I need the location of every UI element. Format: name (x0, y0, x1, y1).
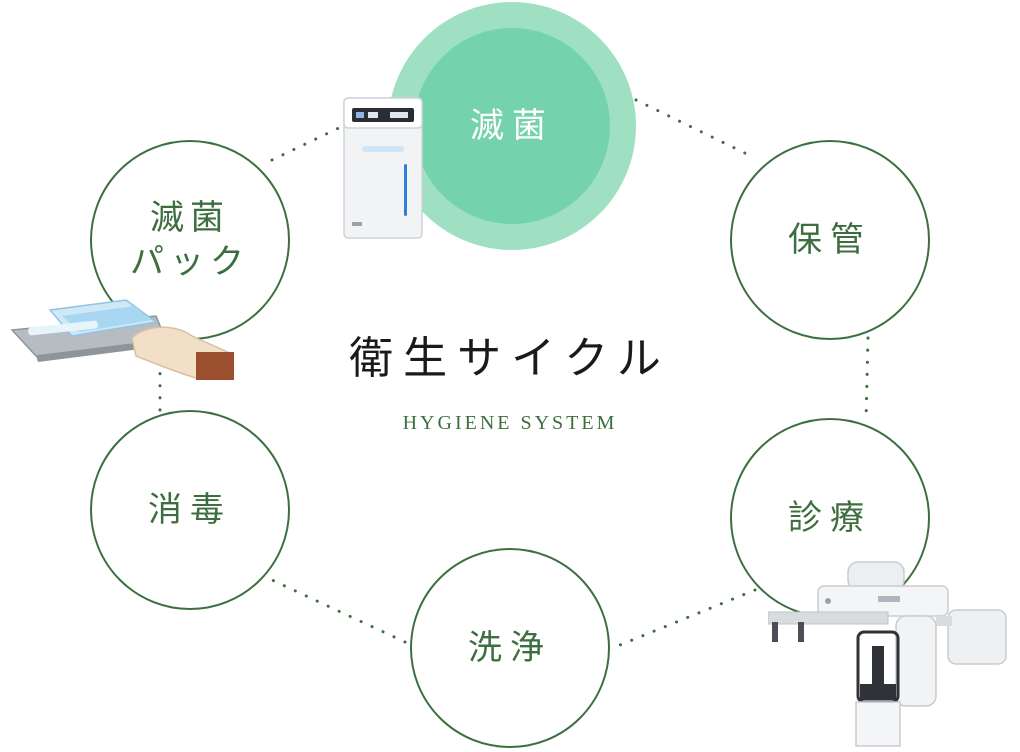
sterilizer-device-icon (343, 97, 423, 239)
node-storage[interactable]: 保管 (730, 140, 930, 340)
node-sterile-pack-label-line2: パック (130, 242, 250, 282)
node-disinfection-label: 消毒 (148, 489, 232, 530)
node-disinfection[interactable]: 消毒 (90, 410, 290, 610)
node-treatment-label: 診療 (788, 497, 872, 538)
diagram-subtitle: HYGIENE SYSTEM (402, 412, 618, 434)
node-washing[interactable]: 洗浄 (410, 548, 610, 748)
connector-pack-sterilize (270, 123, 347, 162)
connector-sterilize-storage (634, 98, 757, 160)
instrument-tray-icon (10, 299, 234, 380)
node-sterilize-halo: 滅菌 (388, 2, 636, 250)
connector-treatment-washing (618, 588, 757, 647)
node-sterilize-label: 滅菌 (470, 105, 554, 146)
connector-washing-disinfection (270, 578, 407, 644)
node-treatment[interactable]: 診療 (730, 418, 930, 618)
node-storage-label: 保管 (788, 219, 872, 260)
node-sterilize[interactable]: 滅菌 (414, 28, 610, 224)
node-sterile-pack-label-line1: 滅菌 (150, 197, 230, 238)
diagram-title: 衛生サイクル (349, 333, 671, 384)
dental-xray-unit-icon (768, 561, 1007, 747)
connector-storage-treatment (864, 336, 870, 422)
node-washing-label: 洗浄 (468, 627, 552, 668)
